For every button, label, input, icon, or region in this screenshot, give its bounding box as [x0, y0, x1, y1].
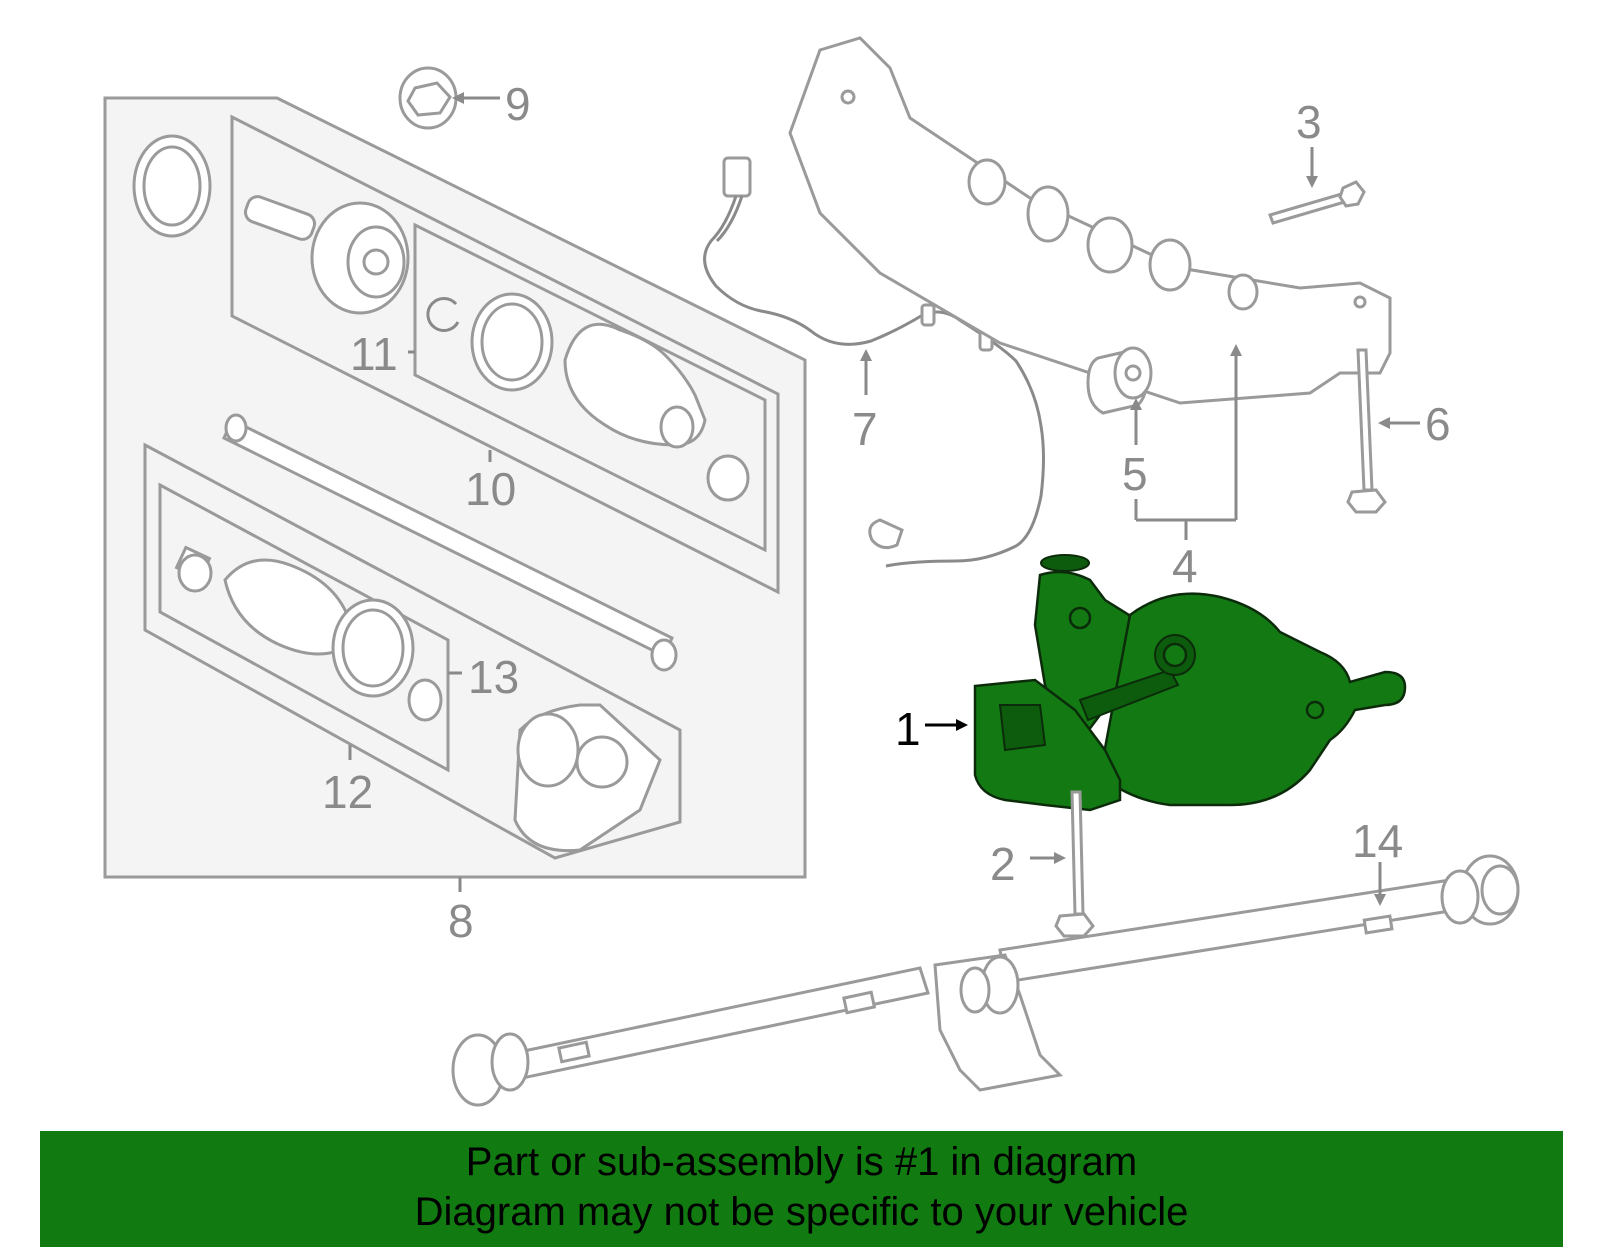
callout-5: 5: [1122, 448, 1148, 500]
callout-10: 10: [465, 463, 516, 515]
callout-7: 7: [852, 403, 878, 455]
callout-14: 14: [1352, 815, 1403, 867]
callout-2: 2: [990, 838, 1016, 890]
callout-3: 3: [1296, 96, 1322, 148]
callout-13: 13: [468, 651, 519, 703]
callout-11: 11: [350, 328, 398, 380]
notice-line-2: Diagram may not be specific to your vehi…: [414, 1190, 1189, 1234]
bushing-5: [1086, 346, 1153, 445]
halfshaft-panel: [103, 96, 807, 879]
callout-12: 12: [322, 766, 373, 818]
propeller-shaft-14: [451, 854, 1520, 1107]
callout-4: 4: [1172, 540, 1198, 592]
differential-assembly-1: [925, 554, 1407, 812]
bolt-2: [1030, 790, 1095, 938]
callout-8: 8: [448, 895, 474, 947]
nut-9: [398, 66, 500, 130]
callout-9: 9: [505, 78, 531, 130]
notice-line-1: Part or sub-assembly is #1 in diagram: [465, 1140, 1138, 1184]
notice-banner: Part or sub-assembly is #1 in diagram Di…: [40, 1131, 1563, 1247]
callout-1: 1: [895, 703, 921, 755]
bolt-3: [1268, 147, 1366, 225]
callout-6: 6: [1425, 398, 1451, 450]
bolt-6: [1346, 348, 1420, 514]
crossmember-4: [788, 36, 1392, 540]
